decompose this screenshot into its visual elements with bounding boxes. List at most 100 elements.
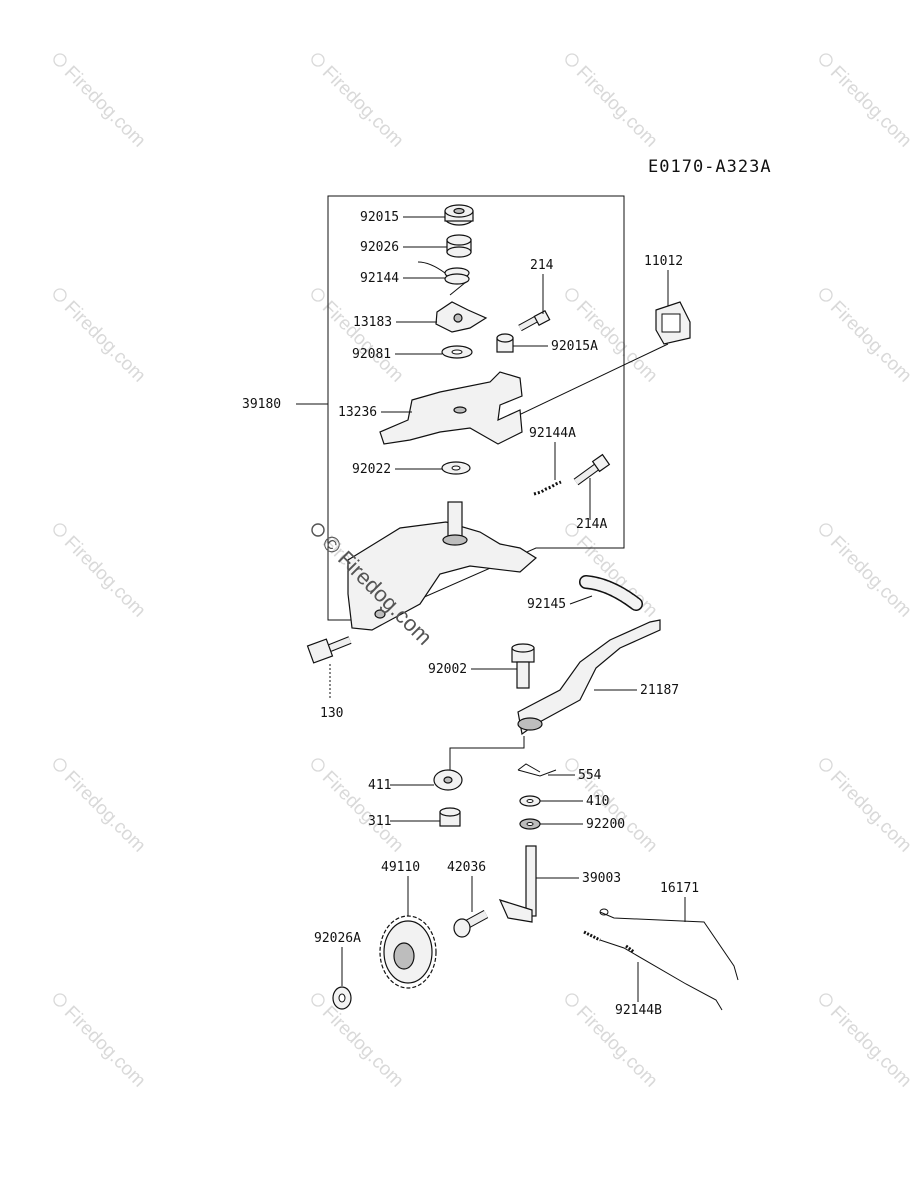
watermark-tile-text: Firedog.com	[60, 767, 150, 857]
watermark-tile-text: Firedog.com	[826, 532, 916, 622]
copyright-icon	[311, 993, 325, 1007]
spring-92144B-part[interactable]	[583, 930, 723, 1011]
part-label-92026[interactable]: 92026	[360, 240, 399, 255]
bolt-214-part[interactable]	[518, 309, 551, 332]
part-label-92081[interactable]: 92081	[352, 347, 391, 362]
plate-13183-part[interactable]	[435, 301, 488, 333]
copyright-icon	[819, 288, 833, 302]
part-label-13183[interactable]: 13183	[353, 315, 392, 330]
watermark-tile: Firedog.com	[311, 53, 408, 152]
copyright-icon	[311, 53, 325, 67]
part-label-92002[interactable]: 92002	[428, 662, 467, 677]
washer-92081-part[interactable]	[441, 345, 473, 359]
watermark-tile: Firedog.com	[311, 758, 408, 857]
watermark-tile-text: Firedog.com	[318, 767, 408, 857]
bolt-130-part[interactable]	[306, 636, 352, 664]
diagram-code: E0170-A323A	[648, 157, 772, 177]
spring-92144A-part[interactable]	[533, 480, 562, 496]
watermark-tile: Firedog.com	[565, 523, 662, 622]
part-label-11012[interactable]: 11012	[644, 254, 683, 269]
watermark-tile-text: Firedog.com	[826, 62, 916, 152]
watermark-tile-text: Firedog.com	[318, 1002, 408, 1092]
copyright-icon	[565, 53, 579, 67]
part-label-92022[interactable]: 92022	[352, 462, 391, 477]
nut-311-part[interactable]	[439, 807, 461, 827]
copyright-icon	[565, 523, 579, 537]
copyright-icon	[819, 53, 833, 67]
pin-554-part[interactable]	[517, 763, 557, 777]
watermark-tile: Firedog.com	[311, 288, 408, 387]
part-label-92015[interactable]: 92015	[360, 210, 399, 225]
part-label-92145[interactable]: 92145	[527, 597, 566, 612]
rod-16171-part[interactable]	[599, 908, 739, 981]
copyright-icon	[819, 523, 833, 537]
governor-gear-49110-part[interactable]	[379, 915, 437, 989]
part-label-92026A[interactable]: 92026A	[314, 931, 361, 946]
part-label-411[interactable]: 411	[368, 778, 391, 793]
part-label-39003[interactable]: 39003	[582, 871, 621, 886]
part-label-92015A[interactable]: 92015A	[551, 339, 598, 354]
copyright-icon	[819, 993, 833, 1007]
watermark-tile-text: Firedog.com	[60, 1002, 150, 1092]
copyright-icon	[53, 53, 67, 67]
watermark-tile-text: Firedog.com	[826, 767, 916, 857]
base-plate-part	[347, 501, 538, 631]
washer-92026A-part[interactable]	[332, 986, 352, 1010]
copyright-icon	[819, 758, 833, 772]
watermark-tile-text: Firedog.com	[60, 532, 150, 622]
bolt-92002-part[interactable]	[511, 643, 535, 689]
watermark-tile: Firedog.com	[565, 758, 662, 857]
part-label-49110[interactable]: 49110	[381, 860, 420, 875]
watermark-tile-text: Firedog.com	[60, 62, 150, 152]
leader-lever-to-washer	[449, 736, 525, 770]
washer-411-part[interactable]	[433, 769, 463, 791]
shaft-39003-part[interactable]	[498, 845, 537, 923]
part-label-214A[interactable]: 214A	[576, 517, 607, 532]
spring-92145-part[interactable]	[579, 575, 643, 611]
part-label-410[interactable]: 410	[586, 794, 609, 809]
part-label-42036[interactable]: 42036	[447, 860, 486, 875]
collar-92026-part[interactable]	[446, 234, 472, 258]
block-11012-part[interactable]	[655, 301, 691, 345]
part-label-13236[interactable]: 13236	[338, 405, 377, 420]
washer-410-part[interactable]	[519, 795, 541, 807]
watermark-tile-text: Firedog.com	[572, 62, 662, 152]
copyright-icon	[53, 523, 67, 537]
part-label-130[interactable]: 130	[320, 706, 343, 721]
part-label-214[interactable]: 214	[530, 258, 554, 273]
part-label-92144[interactable]: 92144	[360, 271, 399, 286]
copyright-icon	[565, 993, 579, 1007]
lever-arm-21187-part[interactable]	[517, 619, 661, 736]
pin-42036-part[interactable]	[453, 910, 489, 938]
part-label-16171[interactable]: 16171	[660, 881, 699, 896]
part-label-311[interactable]: 311	[368, 814, 391, 829]
part-label-554[interactable]: 554	[578, 768, 602, 783]
bracket-13236-part[interactable]	[379, 371, 523, 445]
nut-92015-part[interactable]	[444, 204, 474, 226]
watermark-tile: Firedog.com	[819, 758, 916, 857]
bolt-214A-part[interactable]	[573, 453, 611, 486]
copyright-icon	[53, 993, 67, 1007]
part-label-92144A[interactable]: 92144A	[529, 426, 576, 441]
watermark-tile-text: Firedog.com	[826, 1002, 916, 1092]
washer-92200-part[interactable]	[519, 818, 541, 830]
watermark-tile-text: Firedog.com	[826, 297, 916, 387]
copyright-icon	[53, 758, 67, 772]
washer-92022-part[interactable]	[441, 461, 471, 475]
watermark-tile: Firedog.com	[53, 758, 150, 857]
part-label-92144B[interactable]: 92144B	[615, 1003, 662, 1018]
leader-line-11012-to-bracket	[499, 343, 669, 425]
watermark-tile-text: Firedog.com	[318, 62, 408, 152]
copyright-icon	[565, 288, 579, 302]
copyright-icon	[311, 288, 325, 302]
watermark-tile: Firedog.com	[53, 993, 150, 1092]
spring-92144-part[interactable]	[417, 261, 470, 296]
nut-92015A-part[interactable]	[496, 333, 514, 353]
copyright-icon	[565, 758, 579, 772]
part-label-39180[interactable]: 39180	[242, 397, 281, 412]
watermark-tile-text: Firedog.com	[60, 297, 150, 387]
part-label-92200[interactable]: 92200	[586, 817, 625, 832]
part-label-21187[interactable]: 21187	[640, 683, 679, 698]
